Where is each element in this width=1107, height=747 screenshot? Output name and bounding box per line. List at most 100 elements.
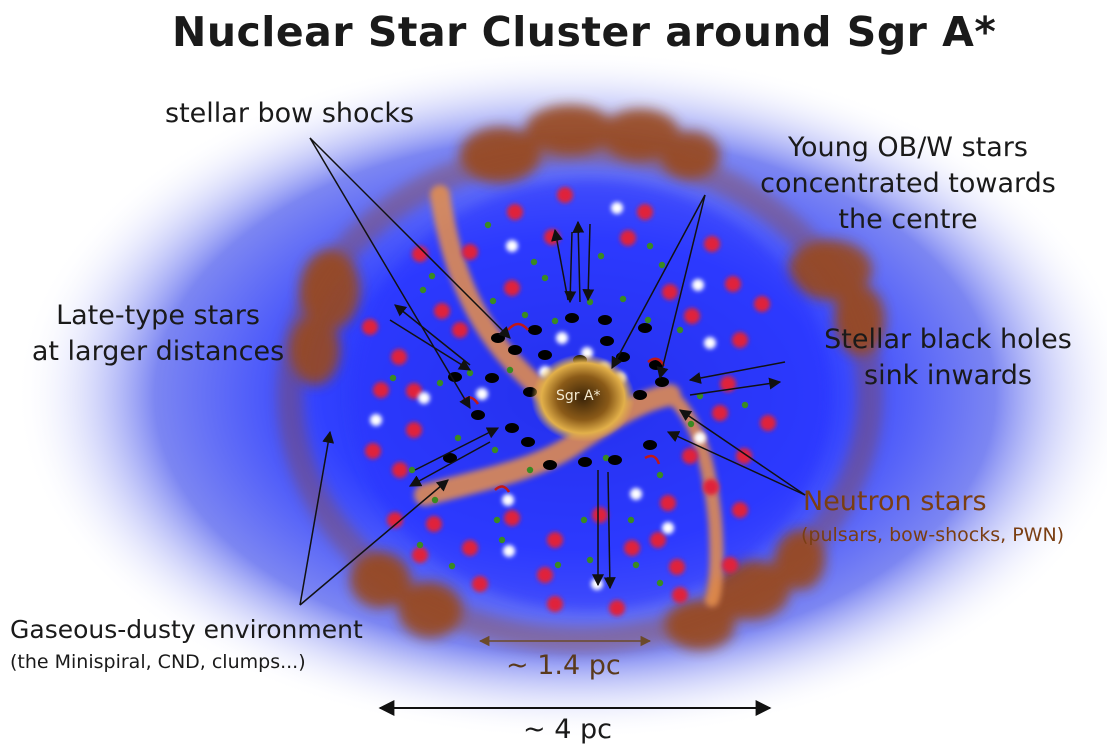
late-type-star <box>682 448 698 464</box>
neutron-stars-sublabel: (pulsars, bow-shocks, PWN) <box>801 524 1065 546</box>
young-stars-line-3: the centre <box>838 204 978 235</box>
late-type-star <box>392 462 408 478</box>
late-type-star <box>637 204 653 220</box>
young-stars-line-1: Young OB/W stars <box>788 132 1028 163</box>
neutron-star <box>627 516 635 524</box>
young-star <box>476 388 488 400</box>
stellar-black-hole <box>578 457 592 467</box>
young-stars-label: Young OB/W stars concentrated towards th… <box>718 130 1098 238</box>
late-type-star <box>754 296 770 312</box>
late-type-star <box>507 204 523 220</box>
late-type-star <box>373 382 389 398</box>
neutron-star <box>526 466 534 474</box>
young-star <box>502 494 514 506</box>
stellar-black-hole <box>538 350 552 360</box>
late-type-star <box>609 600 625 616</box>
neutron-star <box>554 561 562 569</box>
neutron-star <box>597 252 605 260</box>
neutron-star <box>632 561 640 569</box>
stellar-black-hole <box>643 440 657 450</box>
neutron-star <box>676 326 684 334</box>
neutron-star <box>389 374 397 382</box>
neutron-star <box>408 466 416 474</box>
neutron-star <box>448 562 456 570</box>
neutron-star <box>484 221 492 229</box>
late-type-star <box>412 246 428 262</box>
late-type-star <box>725 276 741 292</box>
neutron-star <box>530 258 538 266</box>
stellar-black-hole <box>598 315 612 325</box>
neutron-star <box>416 541 424 549</box>
late-type-star <box>620 230 636 246</box>
late-type-star <box>736 448 752 464</box>
neutron-star <box>493 516 501 524</box>
late-type-star <box>650 532 666 548</box>
neutron-star <box>489 297 497 305</box>
late-type-star <box>760 415 776 431</box>
neutron-star <box>580 516 588 524</box>
bow-shocks-label: stellar bow shocks <box>165 98 415 129</box>
late-type-star <box>684 308 700 324</box>
stellar-black-hole <box>521 437 535 447</box>
young-star <box>591 578 603 590</box>
neutron-star <box>428 272 436 280</box>
young-star <box>503 545 515 557</box>
late-type-star <box>462 244 478 260</box>
young-star <box>694 432 706 444</box>
late-type-star <box>365 443 381 459</box>
young-stars-line-2: concentrated towards <box>760 168 1056 199</box>
neutron-star <box>656 471 664 479</box>
late-type-star <box>547 532 563 548</box>
late-type-star <box>472 576 488 592</box>
gaseous-label: Gaseous-dusty environment <box>10 615 363 644</box>
late-type-star <box>504 280 520 296</box>
late-type-star <box>537 567 553 583</box>
late-type-star <box>452 322 468 338</box>
neutron-star <box>491 446 499 454</box>
late-type-star <box>362 319 378 335</box>
late-type-star <box>547 596 563 612</box>
neutron-star <box>419 286 427 294</box>
neutron-stars-label: Neutron stars <box>803 486 987 517</box>
late-type-star <box>406 383 422 399</box>
late-type-star <box>412 547 428 563</box>
neutron-star <box>656 579 664 587</box>
neutron-star <box>687 420 695 428</box>
stellar-black-hole <box>505 423 519 433</box>
neutron-star <box>741 401 749 409</box>
late-type-star <box>387 512 403 528</box>
late-type-star <box>720 376 736 392</box>
stellar-black-hole <box>528 325 542 335</box>
neutron-star <box>466 369 474 377</box>
neutron-star <box>658 261 666 269</box>
young-star <box>704 337 716 349</box>
neutron-star <box>551 317 559 325</box>
late-type-star <box>712 405 728 421</box>
stellar-black-hole <box>565 313 579 323</box>
neutron-stars <box>389 221 749 587</box>
late-type-star <box>732 502 748 518</box>
stellar-black-hole <box>608 455 622 465</box>
outer-scale-label: ~ 4 pc <box>523 714 612 745</box>
late-type-star <box>660 495 676 511</box>
late-type-star <box>426 516 442 532</box>
late-type-star <box>504 510 520 526</box>
late-type-star <box>391 349 407 365</box>
neutron-star <box>454 434 462 442</box>
late-type-star <box>672 587 688 603</box>
late-type-star <box>662 284 678 300</box>
stellar-black-hole <box>508 345 522 355</box>
stellar-black-hole <box>638 323 652 333</box>
young-star <box>418 392 430 404</box>
late-type-star <box>624 540 640 556</box>
page-title: Nuclear Star Cluster around Sgr A* <box>172 8 997 56</box>
late-type-star <box>434 303 450 319</box>
stellar-black-hole <box>633 390 647 400</box>
stellar-black-hole <box>443 453 457 463</box>
neutron-star <box>586 556 594 564</box>
neutron-star <box>541 274 549 282</box>
gaseous-sublabel: (the Minispiral, CND, clumps...) <box>10 651 306 673</box>
young-star <box>662 522 674 534</box>
neutron-star <box>498 536 506 544</box>
